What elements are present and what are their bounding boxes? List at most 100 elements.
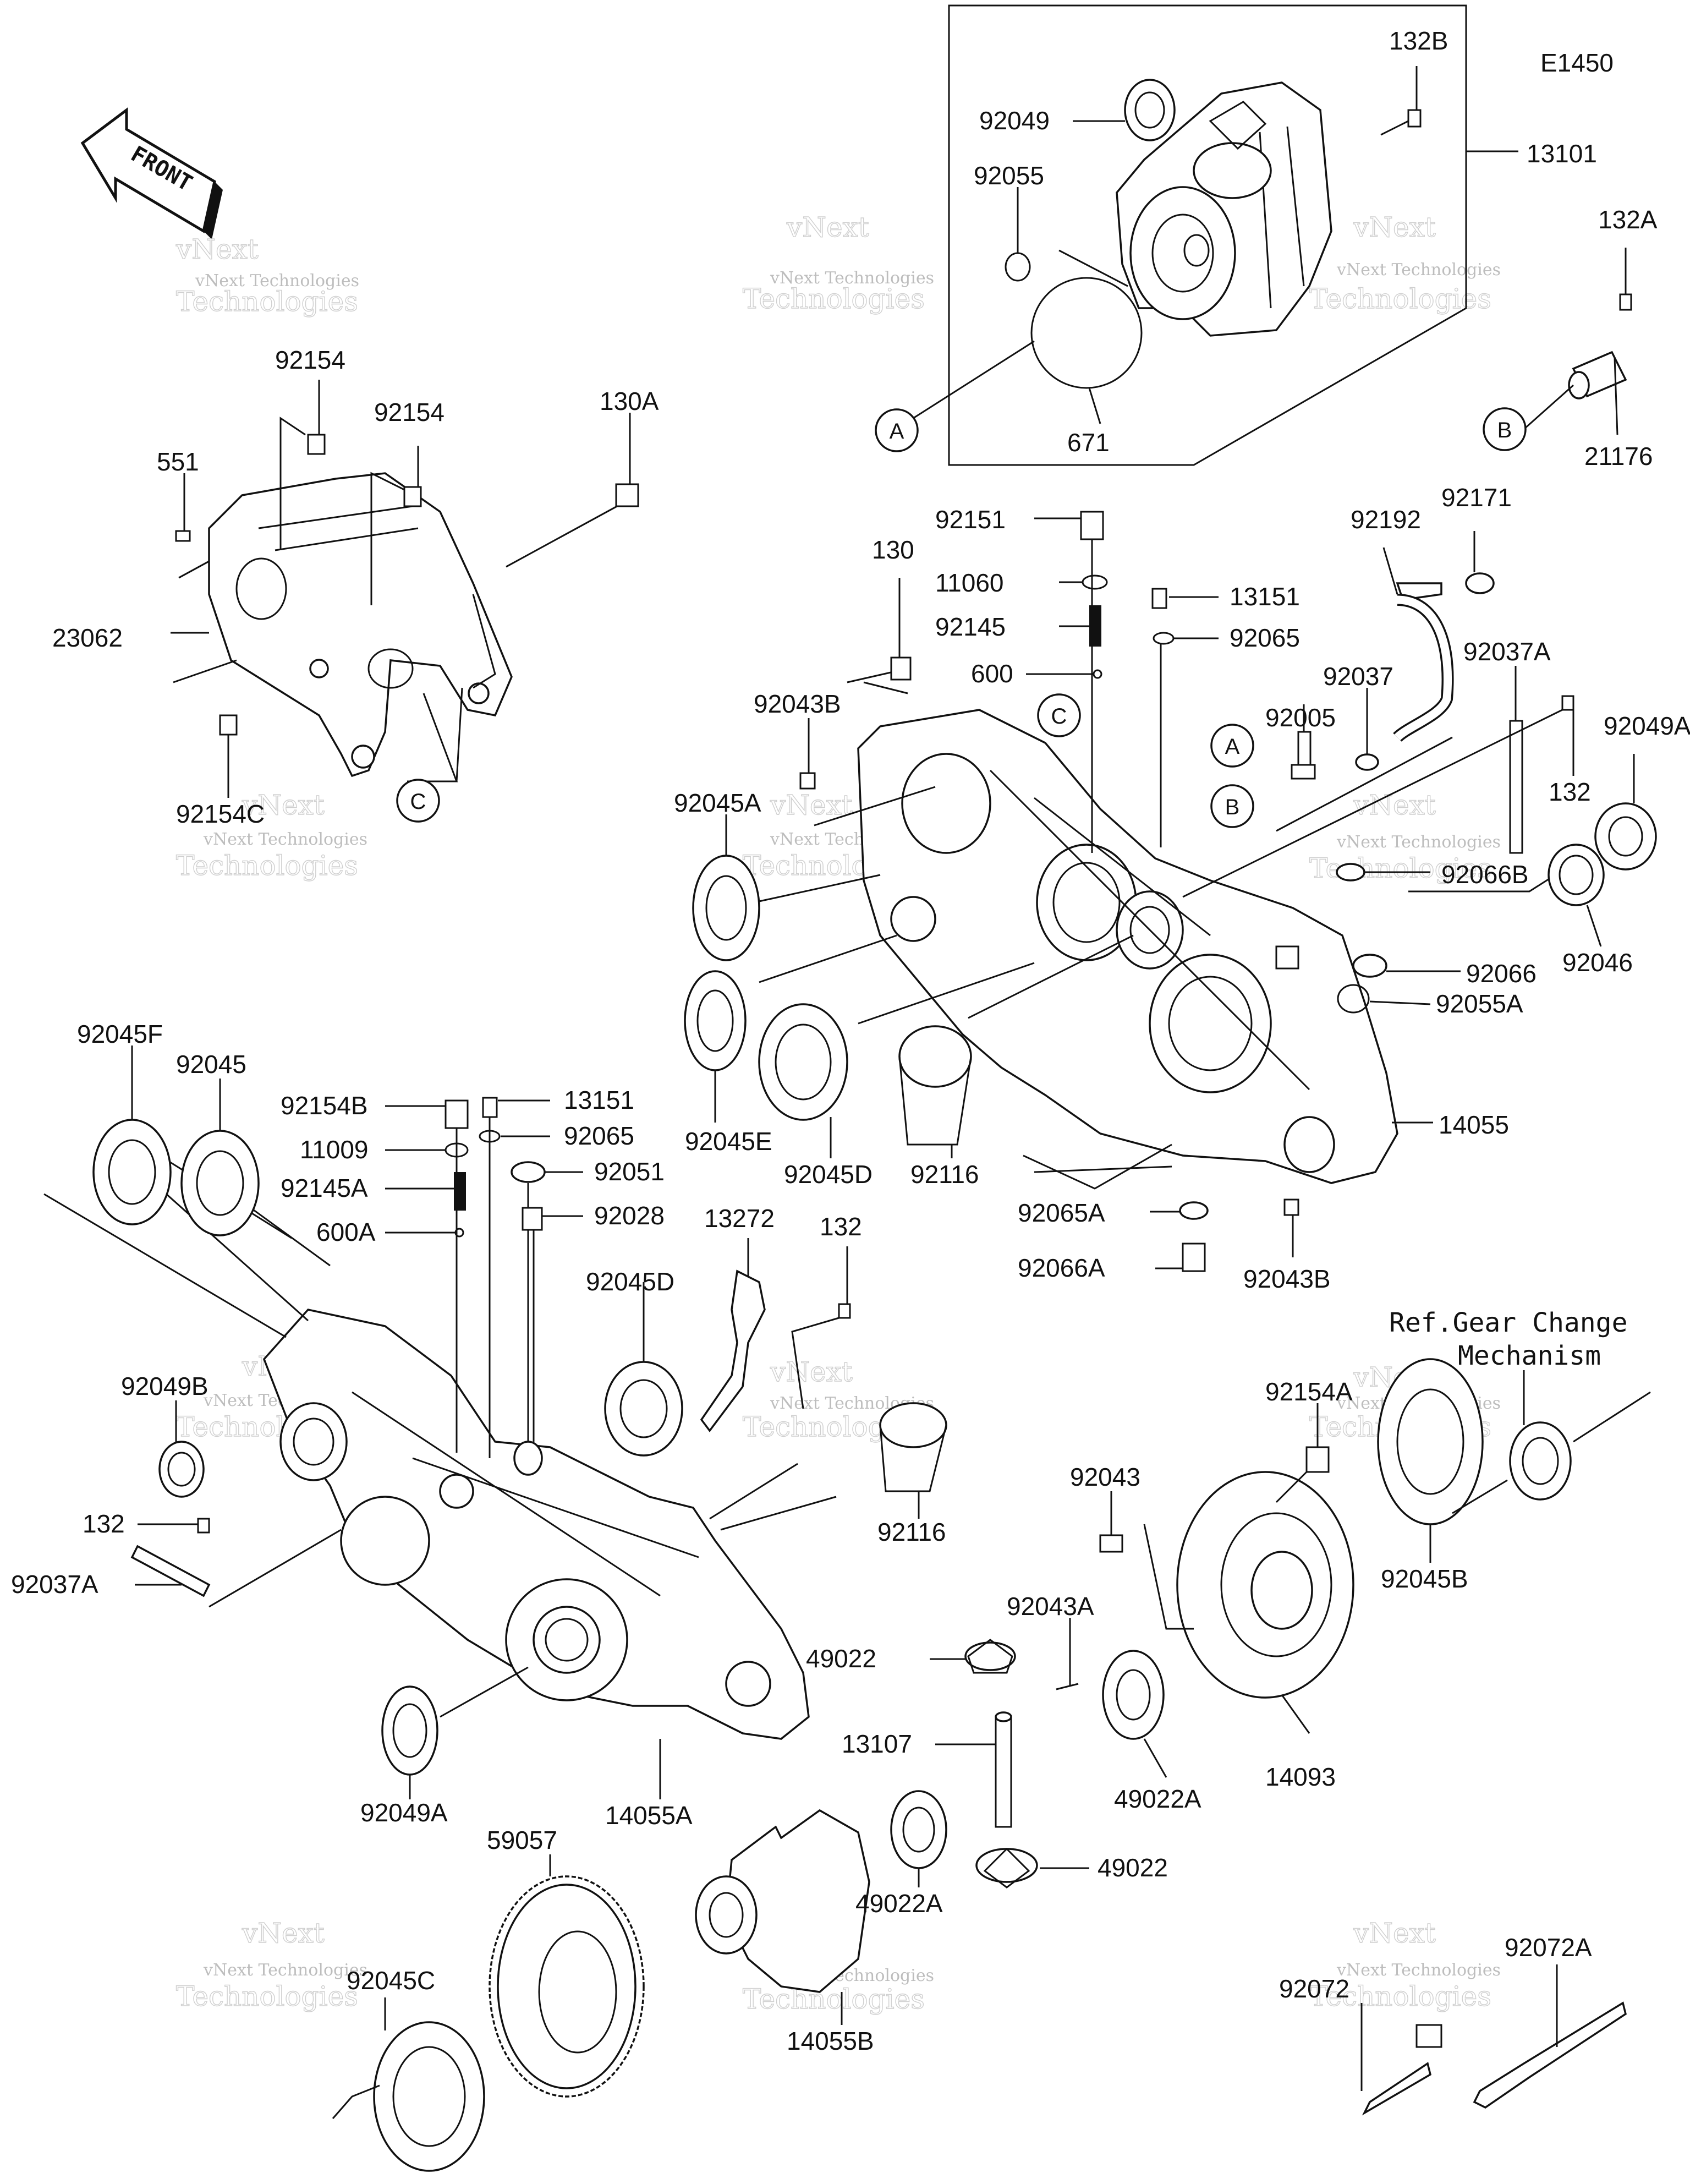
svg-text:vNext Technologies: vNext Technologies [203,1961,367,1980]
part-label: 92046 [1562,948,1633,977]
part-label: 92049 [979,106,1050,135]
part-label: 92065A [1018,1198,1105,1227]
part-label: 11060 [935,568,1004,597]
part-label: 92045F [77,1020,163,1048]
part-label: 49022A [1114,1785,1201,1813]
svg-text:vNext Technologies: vNext Technologies [1336,833,1501,852]
part-label: 92045D [586,1267,674,1296]
diagram-code: E1450 [1540,48,1614,77]
part-label: 14055 [1439,1110,1509,1139]
part-label: 92043B [754,689,841,718]
part-label: 92049A [360,1798,448,1827]
part-label: 23062 [52,623,123,652]
part-label: 92037A [1463,637,1551,666]
case-14055A [43,1127,837,1799]
part-label: 132A [1598,205,1658,234]
ref-note-line2: Mechanism [1458,1340,1601,1371]
part-label: 92045E [685,1127,772,1156]
part-label: 600 [971,659,1013,688]
part-label: 49022 [806,1644,876,1673]
svg-text:C: C [410,790,426,814]
part-label: 14055A [605,1801,693,1830]
callout-B-right: B [1210,784,1254,828]
part-label: 92051 [594,1157,665,1186]
part-label: 49022A [855,1889,943,1918]
part-label: 92037 [1323,662,1393,691]
part-label: 59057 [487,1826,557,1854]
part-label: 92037A [11,1570,98,1599]
part-label: 92043A [1007,1592,1094,1621]
front-arrow-icon: FRONT [80,107,223,239]
part-label: 92066A [1018,1254,1105,1282]
ref-note-line1: Ref.Gear Change [1389,1307,1627,1338]
svg-text:vNext: vNext [175,233,259,265]
svg-text:vNext Technologies: vNext Technologies [1336,260,1501,280]
svg-text:vNext: vNext [242,789,325,821]
part-label: 14093 [1265,1762,1336,1791]
part-label: 92055A [1436,989,1523,1018]
part-label: 92116 [877,1518,946,1546]
part-label: 92065 [564,1121,634,1150]
part-label: 92043B [1243,1265,1331,1293]
svg-text:vNext: vNext [1353,211,1436,243]
part-label: 92028 [594,1201,665,1230]
part-label: 92072A [1505,1933,1592,1962]
part-label: 92116 [910,1160,979,1189]
svg-text:A: A [1225,735,1240,759]
part-label: 551 [157,447,199,476]
svg-text:vNext Technologies: vNext Technologies [195,271,359,291]
part-label: 130A [600,387,659,415]
svg-text:vNext Technologies: vNext Technologies [1336,1961,1501,1980]
svg-text:A: A [890,419,904,444]
part-label: 92066B [1441,860,1529,889]
small-parts-top [684,511,1657,1272]
part-label: 13101 [1527,139,1597,168]
svg-text:vNext: vNext [1353,1917,1436,1949]
svg-text:C: C [1051,704,1067,729]
part-label: 13151 [1230,582,1300,611]
part-label: 92072 [1279,1974,1349,2003]
svg-text:vNext Technologies: vNext Technologies [770,269,934,288]
tools-92072 [1360,1964,1627,2116]
differential-group [332,1358,1651,2172]
part-label: 92145 [935,612,1006,641]
part-label: 21176 [1584,442,1653,470]
part-label: 92154C [176,800,265,828]
svg-text:B: B [1497,418,1512,442]
part-label: 49022 [1098,1853,1168,1882]
part-label: 92145A [281,1174,368,1202]
svg-text:vNext: vNext [1353,789,1436,821]
part-label: 14055B [787,2027,874,2055]
part-label: 92045B [1381,1564,1468,1593]
svg-text:vNext: vNext [786,211,869,243]
svg-text:Technologies: Technologies [1309,1980,1491,2012]
assembly-13101 [913,4,1518,466]
part-label: 92045 [176,1050,246,1079]
svg-text:B: B [1225,795,1240,819]
part-label: 92055 [974,161,1044,190]
part-label: 13107 [842,1729,912,1758]
svg-text:Technologies: Technologies [1309,283,1491,315]
part-label: 92192 [1351,505,1421,534]
svg-text:Technologies: Technologies [176,286,358,318]
callout-A-top: A [875,408,919,452]
svg-text:Technologies: Technologies [176,850,358,882]
callout-C-right: C [1037,693,1081,737]
part-label: 92066 [1466,959,1537,988]
svg-text:vNext: vNext [242,1917,325,1949]
small-parts-left [92,1046,947,1799]
part-label: 600A [316,1218,376,1246]
part-label: 13151 [564,1086,634,1114]
svg-text:Technologies: Technologies [176,1980,358,2012]
callout-B-top: B [1483,407,1527,451]
part-label: 92043 [1070,1463,1140,1491]
part-label: 92171 [1441,483,1512,512]
part-label: 132B [1389,26,1448,55]
part-labels: 132B 13101 92049 92055 671 132A 21176 92… [11,26,1690,2055]
case-14055 [728,709,1590,1190]
svg-text:vNext: vNext [770,1356,853,1388]
part-label: 130 [872,535,914,564]
part-label: 92049B [121,1372,208,1400]
part-label: 132 [1549,778,1591,806]
